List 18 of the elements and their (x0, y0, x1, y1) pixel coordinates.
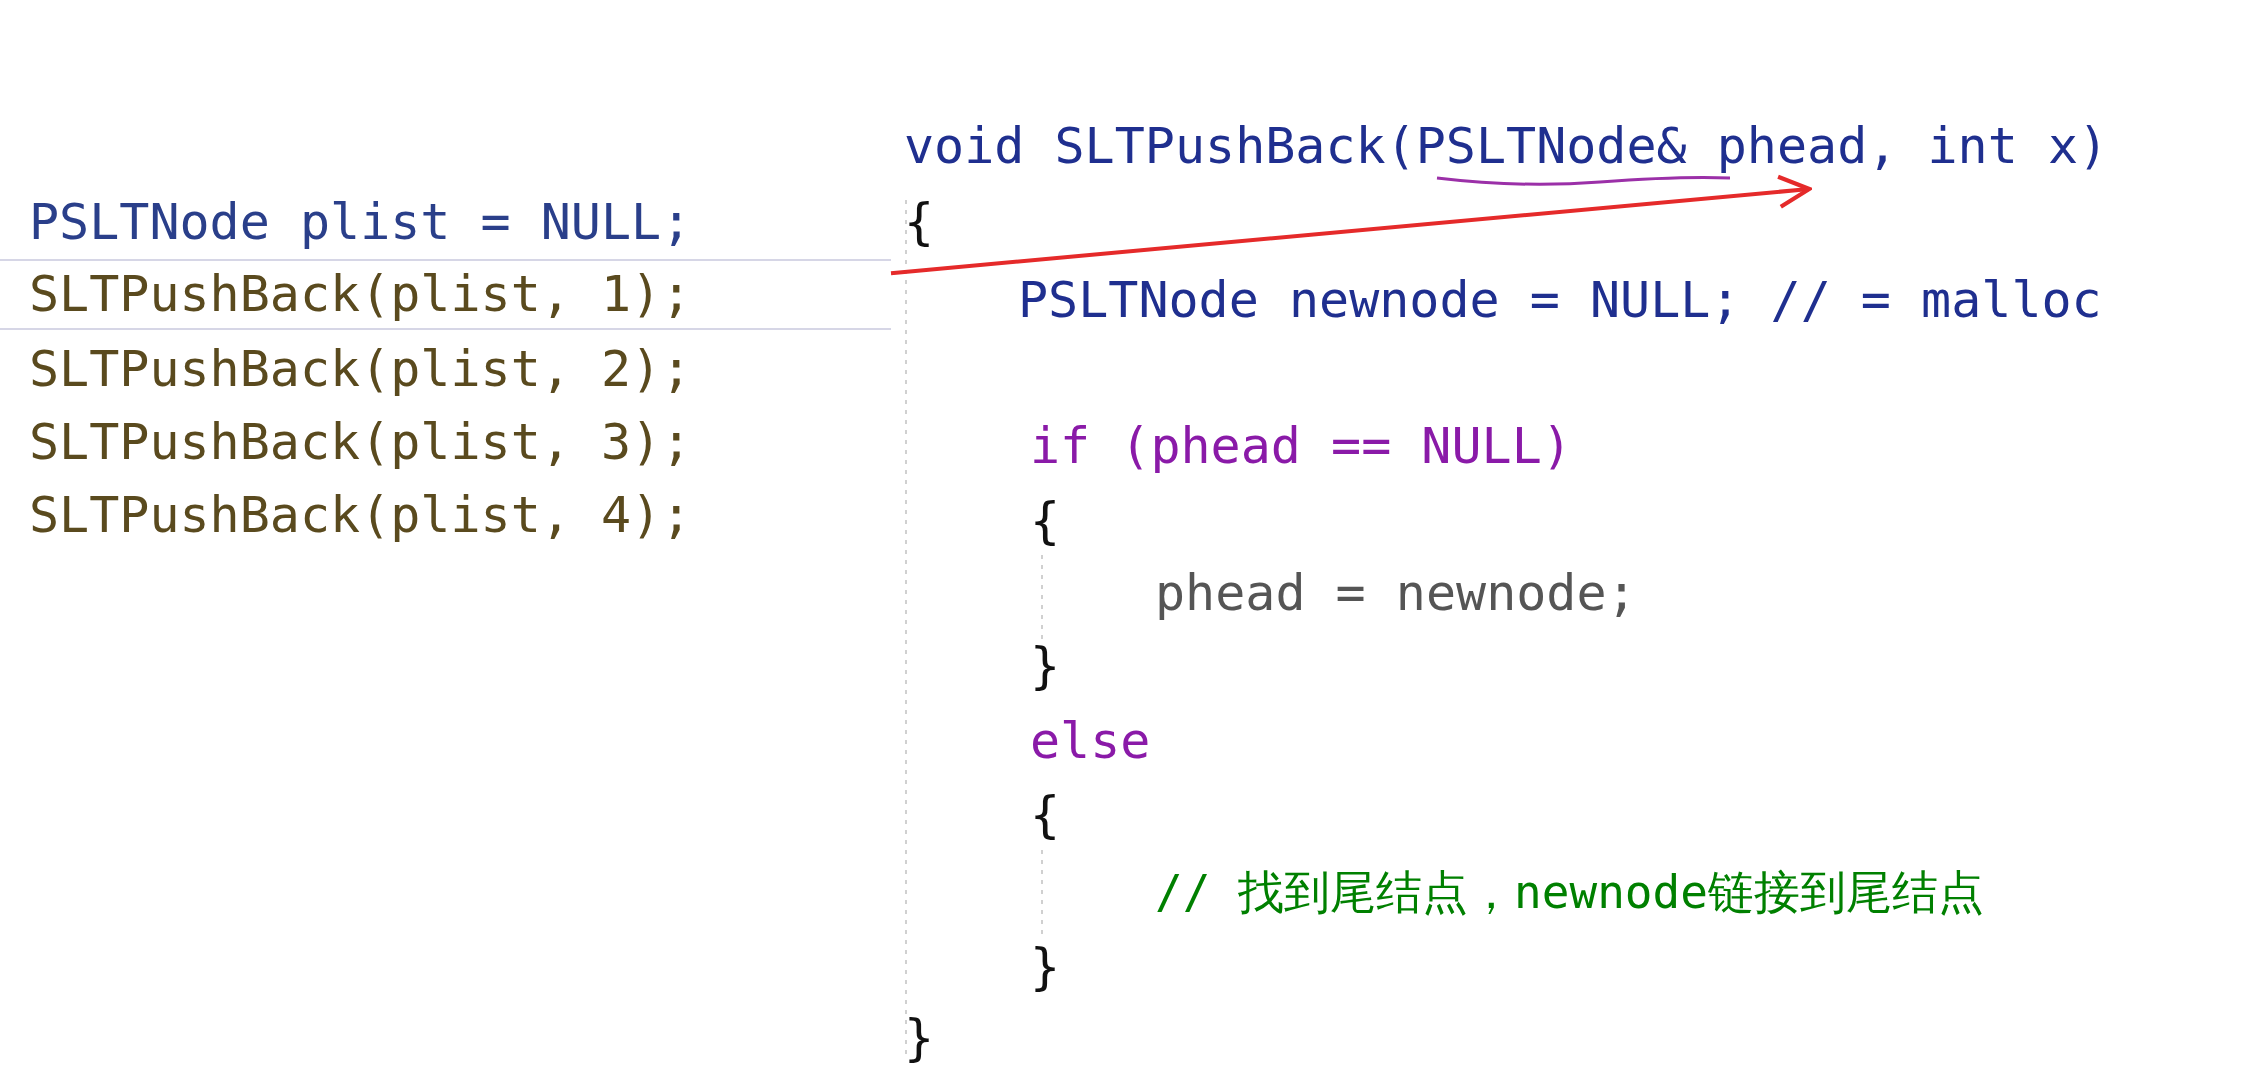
code-line: } (904, 1008, 935, 1069)
code-line: else (1030, 711, 1151, 772)
code-line: // 找到尾结点，newnode链接到尾结点 (1155, 864, 1984, 921)
code-line: } (1030, 937, 1061, 998)
code-line: void SLTPushBack(PSLTNode& phead, int x) (900, 107, 2170, 189)
code-line: PSLTNode plist = NULL; (29, 192, 692, 253)
highlighted-code-line: SLTPushBack(plist, 1); (0, 259, 891, 330)
code-line: phead = newnode; (1155, 563, 1637, 624)
code-line: { (904, 192, 935, 253)
code-line: SLTPushBack(plist, 4); (29, 485, 692, 546)
code-line: SLTPushBack(plist, 3); (29, 412, 692, 473)
code-line: if (phead == NULL) (1030, 416, 1572, 477)
code-line: SLTPushBack(plist, 2); (29, 339, 692, 400)
code-line: { (1030, 785, 1061, 846)
code-line: { (1030, 491, 1061, 552)
arrow (890, 174, 1812, 276)
code-line: } (1030, 636, 1061, 697)
code-line: PSLTNode newnode = NULL; // = malloc (1018, 270, 2102, 331)
